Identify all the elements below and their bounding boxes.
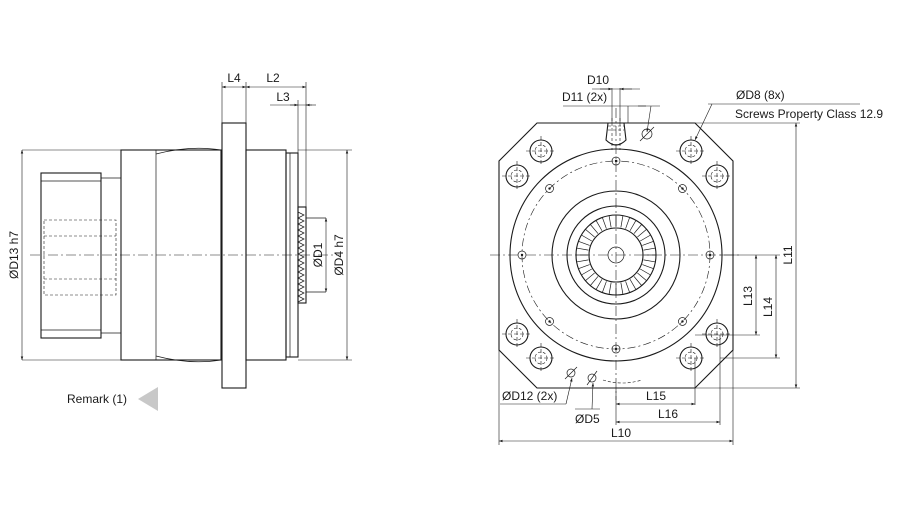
inner-holes — [517, 156, 715, 354]
center-bore-circle — [607, 246, 625, 264]
pinion-tooth — [585, 229, 595, 238]
output-pinion — [297, 206, 326, 304]
inner-hole — [611, 344, 621, 354]
pinion-outer-circle — [566, 205, 666, 305]
pinion-tooth — [601, 281, 607, 293]
pinion-tooth — [642, 240, 654, 246]
mounting-hole — [702, 161, 732, 191]
label-l13: L13 — [741, 286, 755, 306]
label-d8: ØD8 (8x) — [736, 88, 785, 102]
pinion-tooth — [625, 281, 631, 293]
key-slot — [605, 118, 627, 150]
mounting-hole — [526, 136, 556, 166]
pinion-tooth — [637, 272, 647, 281]
gearbox-housing — [120, 147, 222, 363]
input-adapter — [40, 172, 121, 339]
label-remark: Remark (1) — [67, 392, 127, 406]
pinion-tooth — [629, 279, 637, 290]
label-d10: D10 — [587, 73, 609, 87]
pinion-tooth — [608, 215, 612, 228]
remark-marker — [138, 387, 158, 411]
pinion-tooth — [625, 217, 631, 229]
mounting-hole — [676, 136, 706, 166]
pinion-tooth — [637, 229, 647, 238]
mounting-hole — [526, 343, 556, 373]
inner-hole — [611, 156, 621, 166]
pinion-tooth — [590, 276, 599, 286]
inner-hole — [705, 250, 715, 260]
label-d4: ØD4 h7 — [332, 234, 346, 276]
label-d11: D11 (2x) — [562, 90, 607, 104]
pinion-tooth — [620, 215, 624, 228]
output-shoulder-circle — [551, 190, 681, 320]
front-view: L10 L16 L15 L11 L14 L13 D10 D11 (2x) ØD8 — [490, 73, 883, 445]
inner-hole — [545, 184, 554, 193]
pinion-tooth — [620, 282, 624, 295]
hidden-motor-shaft — [43, 219, 117, 296]
pinion-tooth — [601, 217, 607, 229]
pinion-tooth — [642, 264, 654, 270]
side-view: L4 L2 L3 ØD13 h7 ØD1 ØD4 h7 Remark (1) — [7, 71, 352, 411]
pinion-tooth — [633, 276, 642, 286]
pinion-tooth — [578, 264, 590, 270]
pinion-tooth — [590, 224, 599, 234]
label-screws: Screws Property Class 12.9 — [735, 107, 883, 121]
label-l3: L3 — [276, 90, 290, 104]
mounting-hole — [502, 319, 532, 349]
pinion-tooth — [595, 279, 603, 290]
pinion-tooth — [633, 224, 642, 234]
inner-hole — [678, 184, 687, 193]
pinion-tooth — [581, 234, 592, 242]
pinion-tooth — [576, 259, 589, 263]
label-d12: ØD12 (2x) — [502, 389, 557, 403]
label-l4: L4 — [227, 71, 241, 85]
label-l14: L14 — [761, 297, 775, 317]
pinion-tooth — [578, 240, 590, 246]
pin-hole-bottom-2 — [587, 373, 597, 383]
pinion-tooth — [608, 282, 612, 295]
mounting-holes — [502, 136, 732, 373]
label-l11: L11 — [781, 245, 795, 264]
pinion-tooth — [585, 272, 595, 281]
mounting-hole — [502, 161, 532, 191]
label-l10: L10 — [611, 426, 631, 440]
pinion-bore-circle — [588, 227, 644, 283]
pinion-tooth — [581, 268, 592, 276]
pin-hole-bottom-1 — [566, 368, 576, 378]
label-d1: ØD1 — [311, 242, 325, 267]
inner-hole — [678, 317, 687, 326]
label-d5: ØD5 — [575, 412, 600, 426]
pinion-tooth — [595, 220, 603, 231]
inner-hole — [545, 317, 554, 326]
label-d13: ØD13 h7 — [7, 231, 21, 279]
pinion-tooth — [640, 234, 651, 242]
pinion-tooth — [643, 247, 656, 251]
mounting-hole — [702, 319, 732, 349]
mounting-hole — [676, 343, 706, 373]
pinion-tooth — [576, 247, 589, 251]
pinion-tooth — [640, 268, 651, 276]
label-l16: L16 — [658, 407, 678, 421]
label-l15: L15 — [646, 389, 666, 403]
pinion-tooth — [643, 259, 656, 263]
label-l2: L2 — [266, 71, 280, 85]
inner-hole — [517, 250, 527, 260]
output-flange — [221, 122, 247, 389]
pinion-teeth — [576, 215, 656, 295]
pinion-tooth — [629, 220, 637, 231]
